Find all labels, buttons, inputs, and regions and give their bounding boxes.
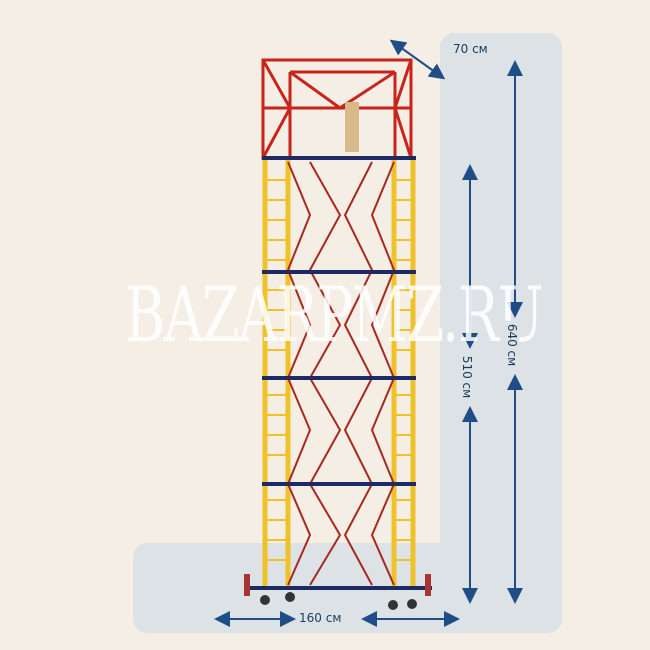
red-diagonal-braces: [286, 161, 396, 586]
ladder-rungs: [265, 179, 413, 561]
depth-label: 70 см: [450, 42, 491, 56]
watermark: BAZARPMZ.RU: [125, 270, 544, 359]
width-label: 160 см: [296, 611, 345, 625]
dimension-arrows: [214, 39, 523, 627]
wheels: [244, 574, 431, 610]
total-height-label: 640 см: [505, 320, 520, 370]
top-guardrail-frame: [261, 58, 413, 160]
yellow-posts: [262, 160, 416, 590]
platform-height-label: 510 см: [460, 352, 475, 402]
platform-board: [345, 102, 359, 152]
right-dimension-panel: [440, 33, 562, 633]
navy-horizontal-bars: [245, 156, 432, 590]
